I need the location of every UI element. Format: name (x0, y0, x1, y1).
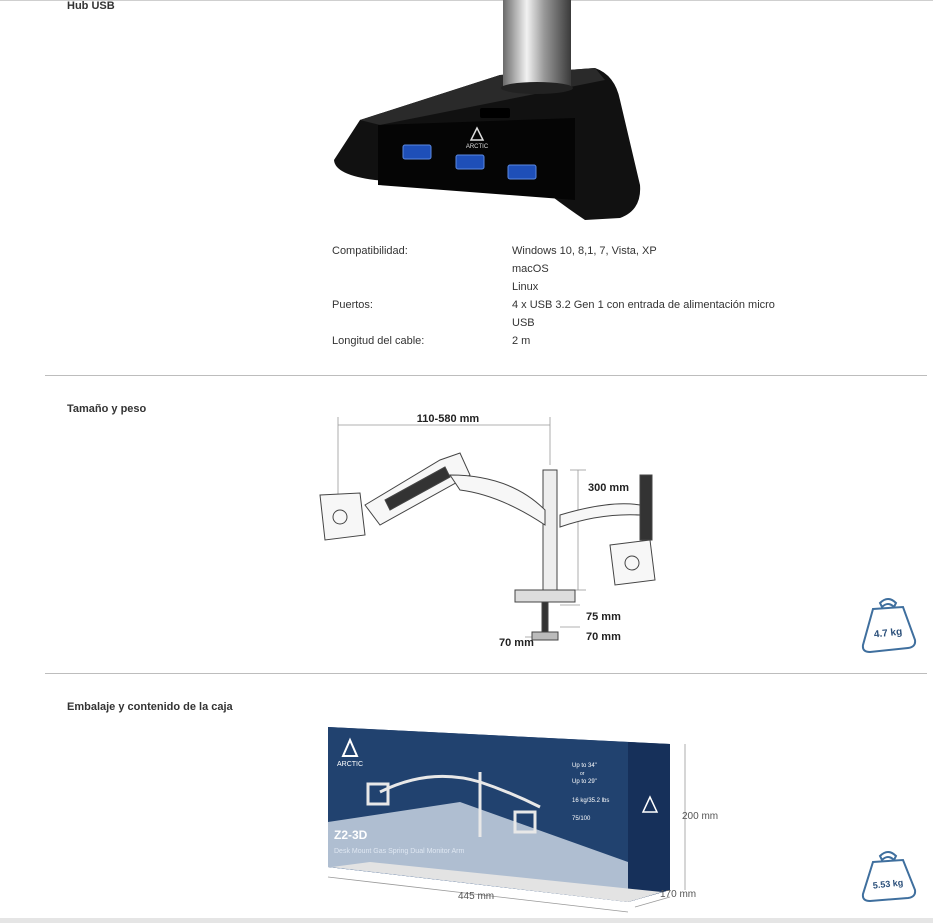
spec-row: Longitud del cable: 2 m (332, 332, 782, 350)
box-brand-label: ARCTIC (337, 761, 363, 768)
box-spec-label: or (580, 771, 585, 777)
spec-label: Puertos: (332, 299, 373, 311)
box-length-label: 445 mm (458, 891, 494, 902)
arctic-logo-icon (341, 737, 359, 757)
spec-value-line: Linux (512, 281, 539, 293)
section-divider (45, 375, 927, 376)
product-box-image: ARCTIC Z2-3D Desk Mount Gas Spring Dual … (327, 727, 718, 913)
box-spec-label: 16 kg/35.2 lbs (572, 798, 609, 804)
weight-label: 5.53 kg (872, 877, 903, 890)
box-arm-illustration (366, 772, 541, 837)
arctic-logo-icon (641, 795, 659, 813)
box-subtitle-label: Desk Mount Gas Spring Dual Monitor Arm (334, 848, 464, 855)
section-title-size: Tamaño y peso (67, 403, 147, 415)
spec-value-line: macOS (512, 263, 549, 275)
bottom-bar (0, 918, 933, 923)
usb-port-icon (402, 144, 537, 180)
arctic-logo-icon (469, 126, 485, 141)
box-spec-label: Up to 34" (572, 763, 597, 769)
box-spec-label: Up to 29" (572, 779, 597, 785)
spec-value: 2 m (512, 332, 782, 350)
spec-value-line: 2 m (512, 335, 531, 347)
base-width-label: 70 mm (586, 631, 621, 643)
box-model-label: Z2-3D (334, 828, 368, 842)
spec-value: 4 x USB 3.2 Gen 1 con entrada de aliment… (512, 296, 782, 332)
arm-reach-label: 110-580 mm (417, 413, 480, 425)
spec-value-line: 4 x USB 3.2 Gen 1 con entrada de aliment… (512, 299, 775, 311)
spec-row: Puertos: 4 x USB 3.2 Gen 1 con entrada d… (332, 296, 782, 332)
box-height-label: 200 mm (682, 811, 718, 822)
usb-hub-image: ARCTIC (334, 0, 641, 220)
base-depth-label: 70 mm (499, 637, 534, 649)
spec-row: Compatibilidad: Windows 10, 8,1, 7, Vist… (332, 242, 782, 296)
clamp-depth-label: 75 mm (586, 611, 621, 623)
weight-icon: 5.53 kg (861, 851, 917, 903)
dimension-diagram: 110-580 mm 300 mm 75 mm 70 mm 70 mm (319, 413, 656, 649)
hub-brand-label: ARCTIC (466, 144, 489, 150)
top-rule (0, 0, 933, 1)
weight-label: 4.7 kg (873, 627, 902, 641)
height-label: 300 mm (588, 482, 629, 494)
spec-label: Longitud del cable: (332, 335, 425, 347)
section-title-hub: Hub USB (67, 0, 115, 12)
spec-table: Compatibilidad: Windows 10, 8,1, 7, Vist… (332, 242, 782, 350)
monitor-arm-drawing (319, 452, 656, 641)
weight-icon: 4.7 kg (861, 598, 917, 654)
box-depth-label: 170 mm (660, 889, 696, 900)
spec-value: Windows 10, 8,1, 7, Vista, XP macOS Linu… (512, 242, 782, 296)
section-title-box: Embalaje y contenido de la caja (67, 701, 233, 713)
box-spec-label: 75/100 (572, 816, 591, 822)
section-divider (45, 673, 927, 674)
spec-value-line: Windows 10, 8,1, 7, Vista, XP (512, 245, 657, 257)
spec-label: Compatibilidad: (332, 245, 408, 257)
spec-value-line: USB (512, 317, 535, 329)
